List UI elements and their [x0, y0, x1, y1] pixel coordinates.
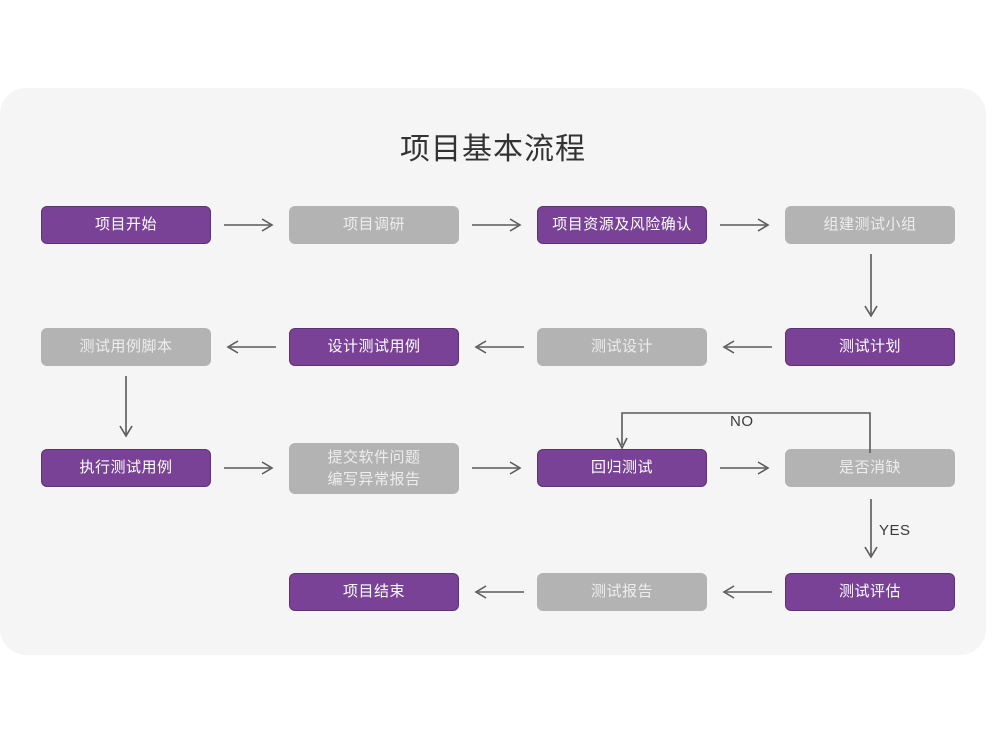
node-defect-resolved-decision[interactable]: 是否消缺: [785, 449, 955, 487]
node-label: 执行测试用例: [79, 459, 173, 476]
node-label: 项目开始: [94, 216, 157, 233]
node-label: 项目资源及风险确认: [552, 216, 692, 233]
node-form-test-team[interactable]: 组建测试小组: [785, 206, 955, 244]
node-test-design[interactable]: 测试设计: [537, 328, 707, 366]
page-title: 项目基本流程: [400, 133, 586, 166]
node-project-start[interactable]: 项目开始: [41, 206, 211, 244]
node-label: 项目结束: [342, 583, 405, 600]
node-label: 是否消缺: [838, 459, 901, 476]
node-label: 项目调研: [342, 216, 405, 233]
node-test-report[interactable]: 测试报告: [537, 573, 707, 611]
node-project-research[interactable]: 项目调研: [289, 206, 459, 244]
node-test-evaluation[interactable]: 测试评估: [785, 573, 955, 611]
node-label: 组建测试小组: [823, 216, 917, 233]
node-design-test-case[interactable]: 设计测试用例: [289, 328, 459, 366]
node-label: 提交软件问题 编写异常报告: [327, 448, 421, 488]
node-label: 测试用例脚本: [79, 338, 173, 355]
node-label: 测试报告: [590, 583, 653, 600]
node-label: 测试计划: [838, 338, 901, 355]
edge-label-yes: YES: [879, 522, 911, 539]
node-label: 测试设计: [590, 338, 653, 355]
node-project-end[interactable]: 项目结束: [289, 573, 459, 611]
node-label: 设计测试用例: [327, 338, 421, 355]
node-resource-risk-confirm[interactable]: 项目资源及风险确认: [537, 206, 707, 244]
node-label: 测试评估: [838, 583, 901, 600]
node-submit-issue-report[interactable]: 提交软件问题 编写异常报告: [289, 443, 459, 494]
node-execute-test-case[interactable]: 执行测试用例: [41, 449, 211, 487]
edge-label-no: NO: [730, 413, 754, 430]
node-test-plan[interactable]: 测试计划: [785, 328, 955, 366]
node-label: 回归测试: [590, 459, 653, 476]
flowchart-card: [0, 88, 986, 655]
node-regression-test[interactable]: 回归测试: [537, 449, 707, 487]
node-test-case-script[interactable]: 测试用例脚本: [41, 328, 211, 366]
